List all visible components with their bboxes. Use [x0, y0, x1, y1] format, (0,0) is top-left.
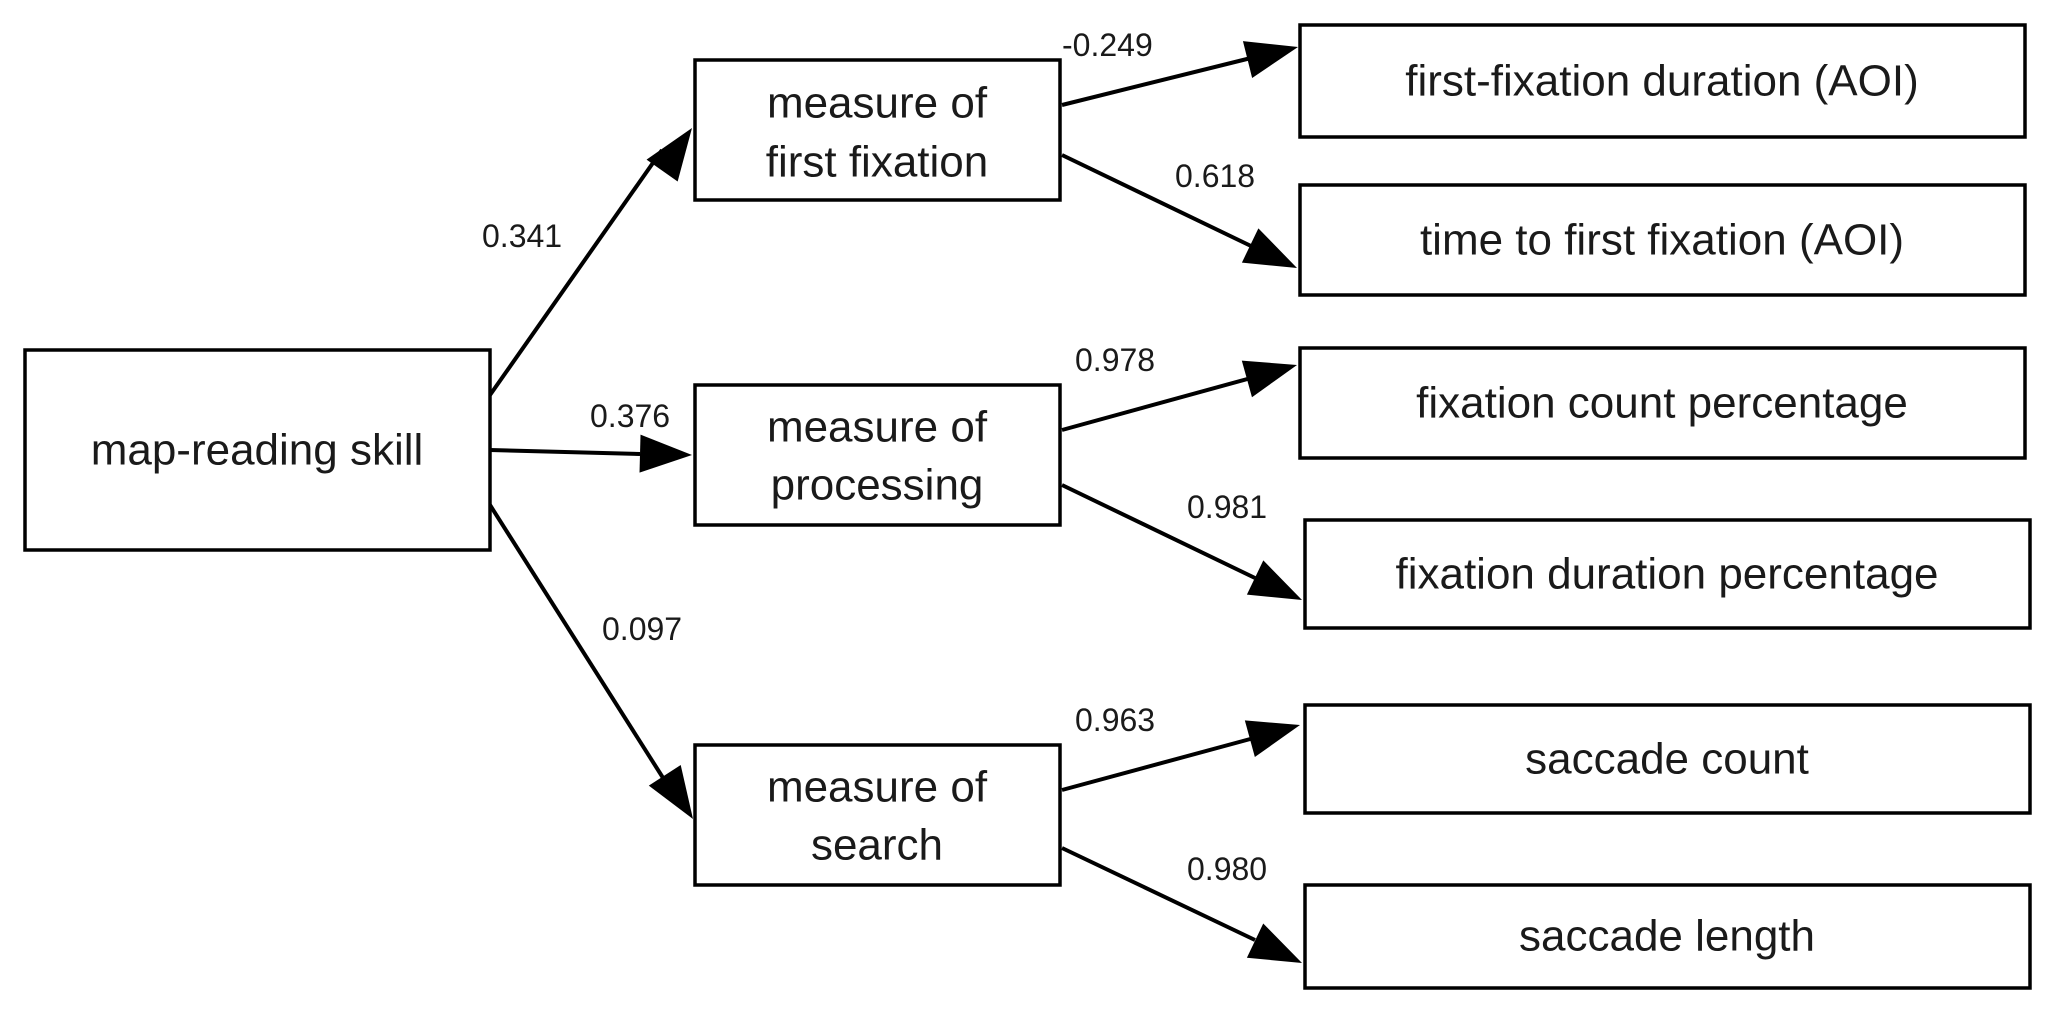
edge-proc-to-fdp: 0.981 — [1061, 483, 1302, 600]
node-first-fixation-duration-aoi: first-fixation duration (AOI) — [1298, 23, 2027, 139]
edge-line — [1061, 376, 1252, 432]
node-box — [693, 743, 1062, 887]
edge-weight-label: 0.981 — [1187, 489, 1267, 525]
node-label: time to first fixation (AOI) — [1420, 216, 1904, 265]
node-label-line-2: processing — [771, 461, 984, 510]
arrowhead — [1246, 923, 1302, 963]
node-box — [693, 58, 1062, 202]
edge-proc-to-fcp: 0.978 — [1061, 342, 1297, 432]
node-fixation-count-percentage: fixation count percentage — [1298, 346, 2027, 460]
nodes: map-reading skill measure of first fixat… — [23, 23, 2032, 990]
node-fixation-duration-percentage: fixation duration percentage — [1303, 518, 2032, 630]
edge-weight-label: 0.980 — [1187, 851, 1267, 887]
node-label-line-1: measure of — [767, 403, 988, 452]
edge-search-to-sl: 0.980 — [1061, 846, 1302, 963]
arrowhead — [1244, 720, 1300, 758]
node-measure-of-processing: measure of processing — [693, 383, 1062, 527]
edge-skill-to-search: 0.097 — [488, 503, 693, 819]
node-label-line-2: first fixation — [766, 138, 989, 187]
node-label: fixation duration percentage — [1395, 550, 1938, 599]
arrowhead — [646, 128, 692, 182]
node-map-reading-skill: map-reading skill — [23, 348, 492, 552]
edge-weight-label: 0.097 — [602, 611, 682, 647]
edge-line — [488, 148, 664, 397]
edge-line — [1061, 483, 1256, 580]
node-box — [1298, 23, 2027, 139]
node-label: saccade length — [1519, 912, 1815, 961]
node-box — [693, 383, 1062, 527]
node-label-line-2: search — [811, 821, 943, 870]
node-box — [1298, 183, 2027, 297]
edge-weight-label: -0.249 — [1062, 27, 1153, 63]
node-label: first-fixation duration (AOI) — [1405, 57, 1919, 106]
node-label-line-1: measure of — [767, 79, 988, 128]
edge-first-to-ffd: -0.249 — [1061, 27, 1298, 107]
node-box — [23, 348, 492, 552]
node-saccade-count: saccade count — [1303, 703, 2032, 815]
node-box — [1303, 703, 2032, 815]
arrowhead — [1241, 228, 1297, 268]
arrowhead — [648, 765, 693, 819]
edge-line — [1061, 56, 1252, 107]
arrowhead — [1246, 560, 1302, 600]
edge-weight-label: 0.978 — [1075, 342, 1155, 378]
edge-weight-label: 0.341 — [482, 218, 562, 254]
node-box — [1298, 346, 2027, 460]
node-label: saccade count — [1525, 735, 1809, 784]
edge-weight-label: 0.376 — [590, 398, 670, 434]
node-box — [1303, 518, 2032, 630]
edge-skill-to-proc: 0.376 — [489, 398, 692, 473]
arrowhead — [639, 434, 692, 473]
edges: 0.341 0.376 0.097 -0.249 0.618 — [482, 27, 1302, 963]
edge-skill-to-first: 0.341 — [482, 128, 692, 397]
node-label-line-1: measure of — [767, 763, 988, 812]
edge-weight-label: 0.963 — [1075, 702, 1155, 738]
node-saccade-length: saccade length — [1303, 883, 2032, 990]
edge-search-to-sc: 0.963 — [1061, 702, 1300, 792]
node-label: map-reading skill — [91, 426, 424, 475]
arrowhead — [1242, 41, 1298, 79]
edge-line — [1061, 846, 1256, 942]
edge-line — [1061, 153, 1252, 248]
arrowhead — [1241, 360, 1297, 398]
node-measure-of-search: measure of search — [693, 743, 1062, 887]
node-measure-of-first-fixation: measure of first fixation — [693, 58, 1062, 202]
edge-weight-label: 0.618 — [1175, 158, 1255, 194]
node-box — [1303, 883, 2032, 990]
node-time-to-first-fixation-aoi: time to first fixation (AOI) — [1298, 183, 2027, 297]
edge-line — [1061, 736, 1255, 792]
edge-line — [489, 448, 641, 456]
edge-line — [488, 503, 667, 783]
edge-first-to-tff: 0.618 — [1061, 153, 1297, 268]
node-label: fixation count percentage — [1416, 379, 1908, 428]
